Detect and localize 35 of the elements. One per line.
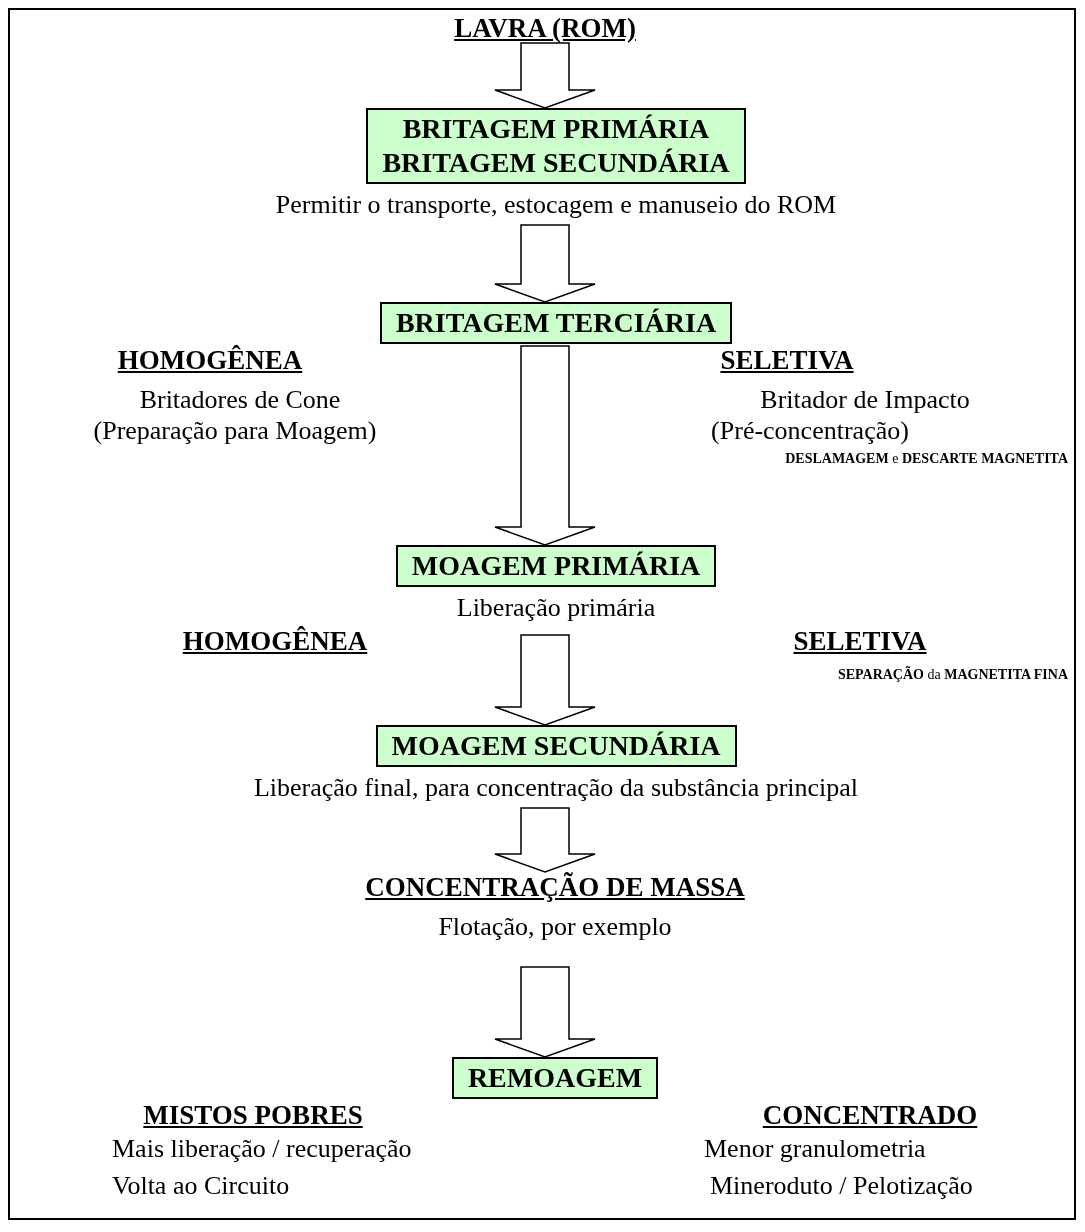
branch-heading: HOMOGÊNEA xyxy=(117,345,303,375)
stage-description: Liberação final, para concentração da substância principal xyxy=(253,773,859,803)
box-label: BRITAGEM PRIMÁRIA xyxy=(401,112,711,146)
branch-note: Britadores de Cone xyxy=(139,385,341,415)
stage-description: Liberação primária xyxy=(456,593,656,623)
box-label: BRITAGEM SECUNDÁRIA xyxy=(382,146,730,180)
stage-heading: CONCENTRAÇÃO DE MASSA xyxy=(365,872,745,902)
process-box: REMOAGEM xyxy=(451,1057,659,1099)
branch-note: Britador de Impacto xyxy=(760,385,970,415)
branch-note: Volta ao Circuito xyxy=(112,1171,290,1201)
stage-description: Flotação, por exemplo xyxy=(438,912,672,942)
branch-note: Mais liberação / recuperação xyxy=(112,1134,412,1164)
branch-note: (Pré-concentração) xyxy=(711,416,909,446)
process-box: MOAGEM SECUNDÁRIA xyxy=(375,725,737,767)
process-box: MOAGEM PRIMÁRIA xyxy=(395,545,717,587)
block-arrow xyxy=(494,966,596,1058)
operation-note: SEPARAÇÃO da MAGNETITA FINA xyxy=(837,666,1068,684)
branch-note: Mineroduto / Pelotização xyxy=(710,1171,973,1201)
block-arrow xyxy=(494,807,596,873)
block-arrow xyxy=(494,42,596,109)
operation-note: DESLAMAGEM e DESCARTE MAGNETITA xyxy=(785,450,1068,468)
branch-heading: SELETIVA xyxy=(720,345,854,375)
process-box xyxy=(366,108,746,184)
block-arrow xyxy=(494,634,596,726)
process-box: BRITAGEM TERCIÁRIA xyxy=(379,302,733,344)
branch-heading: SELETIVA xyxy=(793,626,927,656)
block-arrow xyxy=(494,345,596,546)
branch-heading: HOMOGÊNEA xyxy=(182,626,368,656)
block-arrow xyxy=(494,224,596,303)
stage-heading: LAVRA (ROM) xyxy=(454,13,636,43)
branch-heading: CONCENTRADO xyxy=(762,1100,978,1130)
stage-description: Permitir o transporte, estocagem e manuseio do ROM xyxy=(275,190,837,220)
branch-note: Menor granulometria xyxy=(704,1134,926,1164)
branch-heading: MISTOS POBRES xyxy=(143,1100,363,1130)
branch-note: (Preparação para Moagem) xyxy=(93,416,377,446)
